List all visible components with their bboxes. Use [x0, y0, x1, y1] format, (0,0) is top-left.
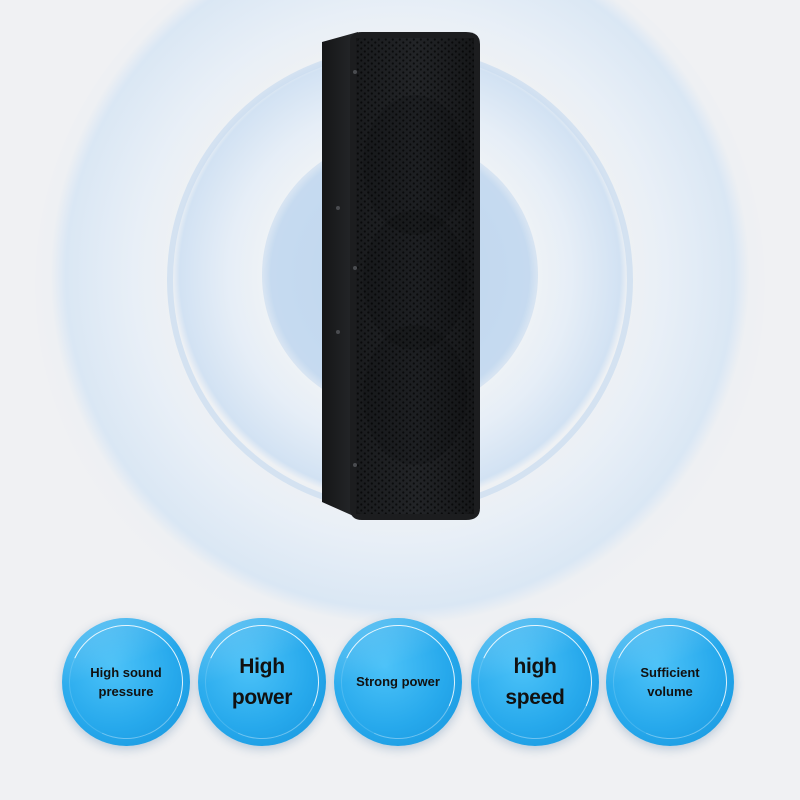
speaker-side-panel: [322, 32, 358, 518]
feature-badge-high-speed: high speed: [471, 618, 599, 746]
feature-badges: High sound pressure High power Strong po…: [0, 618, 800, 748]
feature-label: High power: [231, 654, 293, 710]
feature-badge-high-sound-pressure: High sound pressure: [62, 618, 190, 746]
feature-badge-strong-power: Strong power: [334, 618, 462, 746]
feature-label: high speed: [505, 654, 565, 710]
feature-label: Sufficient volume: [640, 664, 700, 700]
feature-label: High sound pressure: [90, 664, 162, 700]
feature-badge-high-power: High power: [198, 618, 326, 746]
column-speaker-image: [322, 32, 480, 520]
feature-label: Strong power: [356, 674, 440, 690]
feature-badge-sufficient-volume: Sufficient volume: [606, 618, 734, 746]
